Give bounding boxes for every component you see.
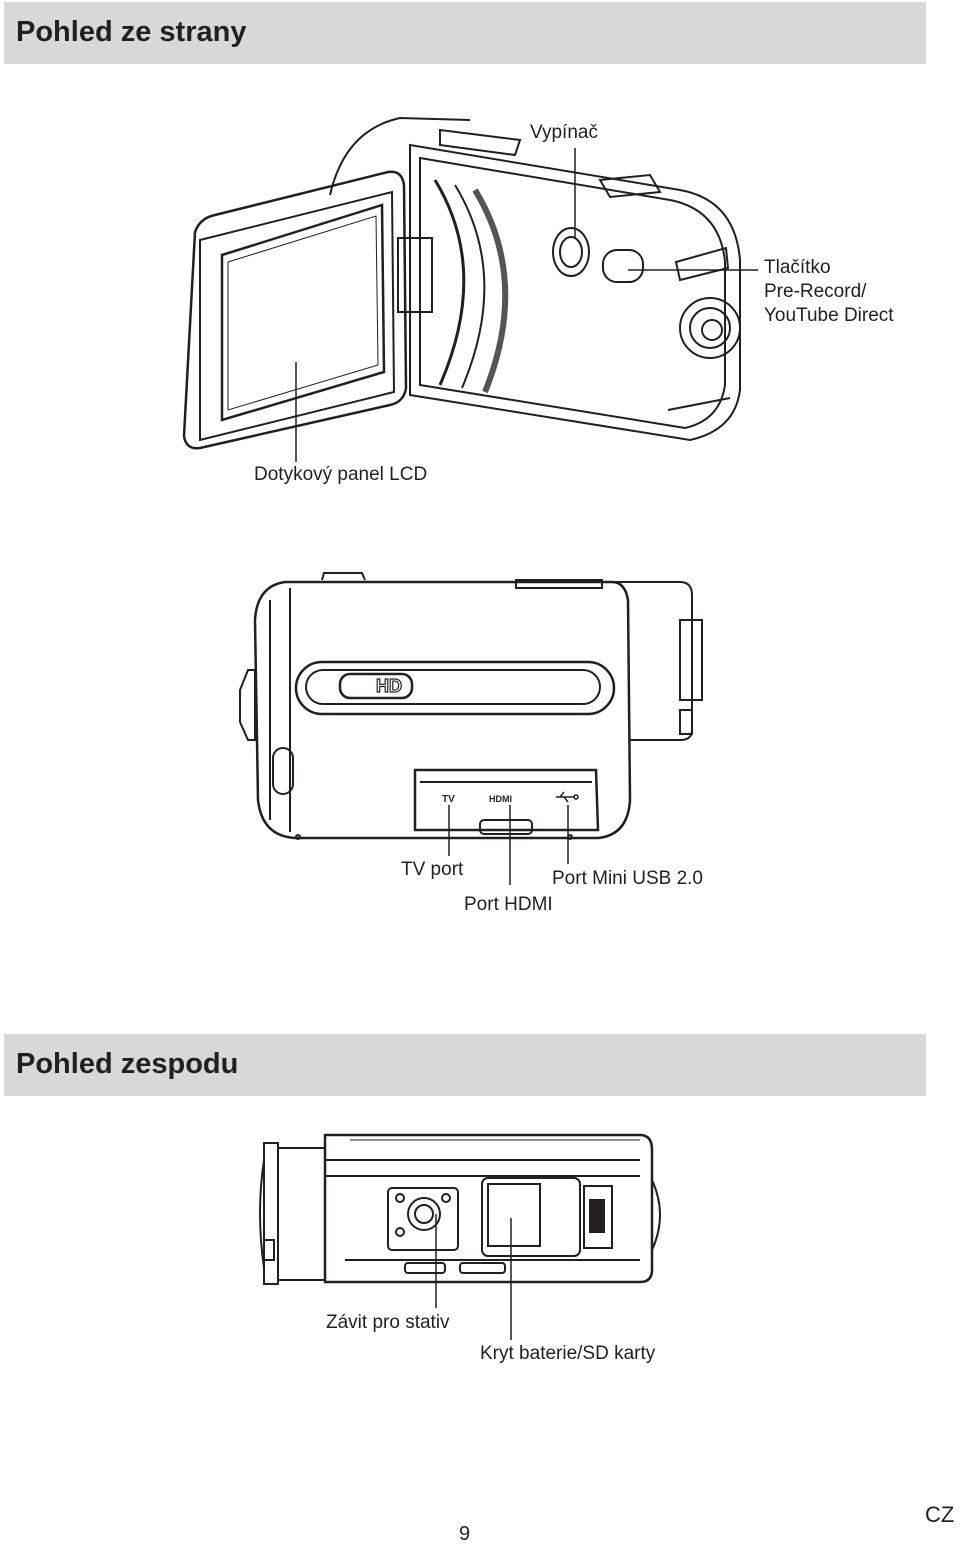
label-prerecord-line1: Tlačítko bbox=[764, 257, 831, 278]
section-title-side: Pohled ze strany bbox=[16, 16, 247, 48]
label-prerecord-line3: YouTube Direct bbox=[764, 305, 894, 326]
label-tripod-thread: Závit pro stativ bbox=[326, 1312, 450, 1333]
hdmi-port-mark: HDMI bbox=[489, 794, 512, 804]
label-hdmi-port: Port HDMI bbox=[464, 894, 553, 915]
label-prerecord-line2: Pre-Record/ bbox=[764, 281, 867, 302]
hd-logo-mark: HD bbox=[376, 676, 402, 696]
section-header-bottom: Pohled zespodu bbox=[4, 1034, 926, 1096]
label-lcd-touch-panel: Dotykový panel LCD bbox=[254, 464, 428, 485]
language-code: CZ bbox=[925, 1502, 955, 1527]
section-header-side: Pohled ze strany bbox=[4, 2, 926, 64]
section-title-bottom: Pohled zespodu bbox=[16, 1048, 239, 1080]
page-number: 9 bbox=[459, 1523, 471, 1545]
usb-symbol-icon bbox=[556, 791, 579, 803]
tv-port-mark: TV bbox=[442, 794, 455, 805]
label-tv-port: TV port bbox=[401, 859, 464, 880]
label-mini-usb-port: Port Mini USB 2.0 bbox=[552, 868, 703, 889]
label-power-switch: Vypínač bbox=[530, 122, 598, 143]
label-battery-sd-cover: Kryt baterie/SD karty bbox=[480, 1343, 656, 1364]
